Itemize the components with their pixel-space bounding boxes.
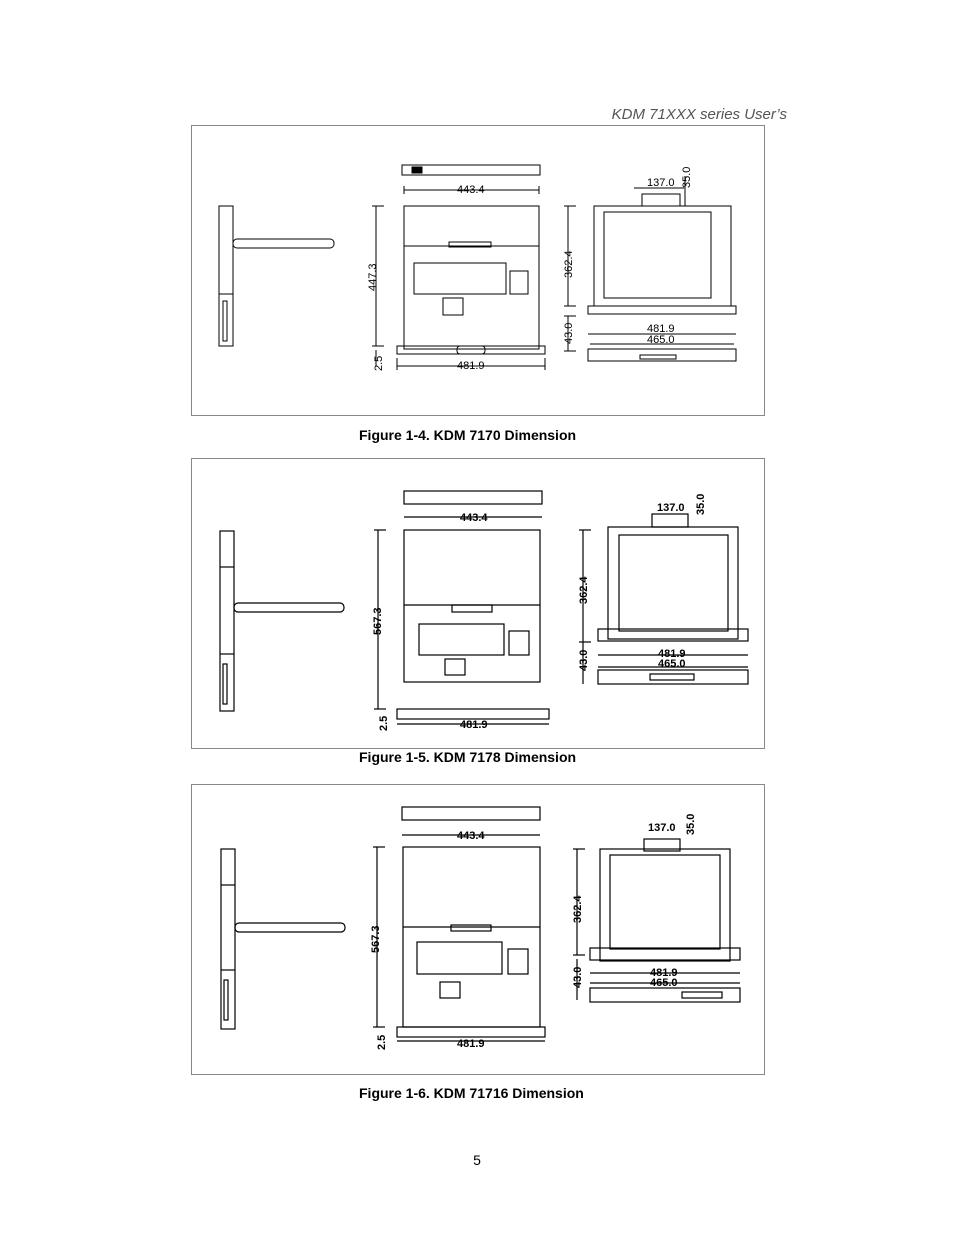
dim-front-width-2: 465.0 — [658, 658, 686, 670]
dim-front-width-1: 481.9 — [650, 967, 678, 979]
touchpad — [442, 297, 464, 316]
dim-handle: 137.0 — [647, 177, 675, 189]
dim-base-height: 43.0 — [563, 323, 575, 344]
front-panel — [587, 348, 737, 362]
dim-handle-height: 35.0 — [685, 814, 697, 835]
dim-lcd-height: 362.4 — [563, 250, 575, 278]
keyboard — [416, 941, 503, 975]
figure-1-caption: Figure 1-4. KDM 7170 Dimension — [359, 427, 577, 443]
dim-top-width: 443.4 — [457, 184, 485, 196]
side-view-slide-rail — [234, 922, 346, 933]
figure-2-caption: Figure 1-5. KDM 7178 Dimension — [359, 749, 577, 765]
side-view-slide-rail — [233, 602, 345, 613]
page-number: 5 — [473, 1152, 481, 1168]
dim-height: 447.3 — [367, 263, 379, 291]
dim-bottom-gap: 2.5 — [378, 716, 390, 731]
top-view-bar — [401, 164, 541, 176]
keyboard — [413, 262, 507, 295]
dim-top-width: 443.4 — [460, 512, 488, 524]
touchpad — [444, 658, 466, 676]
dimension-drawing-1: 443.4 447.3 2.5 481.9 137.0 35.0 362.4 4… — [218, 164, 737, 372]
keyboard — [418, 623, 505, 656]
front-panel — [597, 669, 749, 685]
top-view-bar — [403, 490, 543, 505]
running-header: KDM 71XXX series User’s — [611, 106, 787, 123]
lcd-monitor — [599, 848, 731, 962]
dim-handle: 137.0 — [648, 822, 676, 834]
side-view-rack — [220, 848, 236, 1030]
touchpad — [439, 981, 461, 999]
figure-3-caption: Figure 1-6. KDM 71716 Dimension — [359, 1085, 584, 1101]
dim-lcd-height: 362.4 — [572, 895, 584, 923]
dim-handle: 137.0 — [657, 502, 685, 514]
dim-base-height: 43.0 — [572, 967, 584, 988]
dimension-drawing-2: 443.4 567.3 2.5 481.9 137.0 35.0 362.4 4… — [219, 490, 749, 731]
side-view-slide-rail — [232, 238, 335, 249]
figure-3-drawing: 443.4 567.3 2.5 481.9 137.0 35.0 362.4 4… — [191, 784, 765, 1075]
dimension-drawing-3: 443.4 567.3 2.5 481.9 137.0 35.0 362.4 4… — [220, 806, 741, 1050]
dim-bottom-gap: 2.5 — [376, 1035, 388, 1050]
dim-front-width-1: 481.9 — [658, 648, 686, 660]
figure-1-drawing: 443.4 447.3 2.5 481.9 137.0 35.0 362.4 4… — [191, 125, 765, 416]
top-view-bar — [401, 806, 541, 821]
dim-height: 567.3 — [370, 925, 382, 953]
front-open-view — [403, 529, 541, 683]
dim-front-width-2: 465.0 — [647, 334, 675, 346]
dim-lcd-height: 362.4 — [578, 576, 590, 604]
front-panel — [589, 987, 741, 1003]
dim-bottom-gap: 2.5 — [373, 356, 385, 371]
side-view-rack — [218, 205, 234, 347]
lcd-monitor — [593, 205, 732, 307]
dim-top-width: 443.4 — [457, 830, 485, 842]
lcd-base — [597, 628, 749, 642]
dim-base-height: 43.0 — [578, 650, 590, 671]
front-open-view — [402, 846, 541, 1028]
dim-bottom-width: 481.9 — [460, 719, 488, 731]
dim-bottom-width: 481.9 — [457, 1038, 485, 1050]
dim-height: 567.3 — [372, 607, 384, 635]
dim-bottom-width: 481.9 — [457, 360, 485, 372]
dim-front-width-1: 481.9 — [647, 323, 675, 335]
figure-2-drawing: 443.4 567.3 2.5 481.9 137.0 35.0 362.4 4… — [191, 458, 765, 749]
dim-front-width-2: 465.0 — [650, 977, 678, 989]
side-view-rack — [219, 530, 235, 712]
front-open-view — [403, 205, 540, 350]
dim-handle-height: 35.0 — [695, 494, 707, 515]
lcd-base — [587, 305, 737, 315]
lcd-monitor — [607, 526, 739, 640]
lcd-base — [589, 947, 741, 961]
dim-handle-height: 35.0 — [681, 167, 693, 188]
